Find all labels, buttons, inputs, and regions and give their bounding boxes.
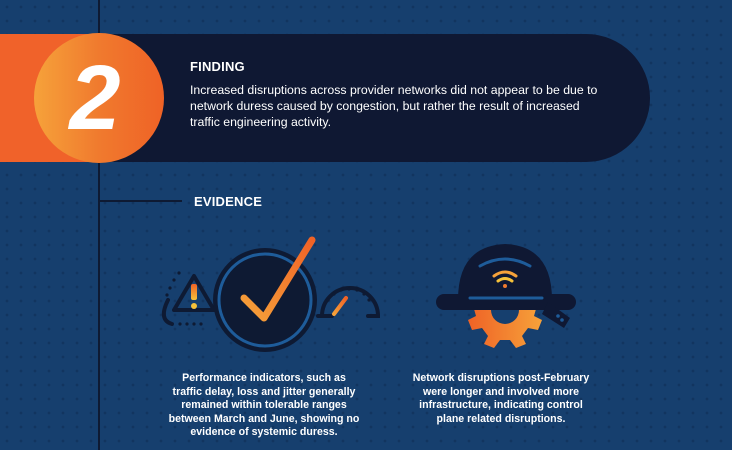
- speedometer-icon: [316, 286, 382, 318]
- warning-triangle-icon: [161, 271, 216, 326]
- hardhat-wifi-gear-icon: [430, 232, 580, 352]
- wifi-icon: [492, 270, 518, 288]
- check-circle-icon: [213, 236, 317, 352]
- evidence-caption-1: Performance indicators, such as traffic …: [168, 372, 360, 439]
- finding-number-badge: 2: [34, 33, 164, 163]
- evidence-connector-line: [100, 200, 182, 202]
- finding-number: 2: [69, 47, 121, 149]
- finding-text: Increased disruptions across provider ne…: [190, 83, 598, 129]
- evidence-caption-2: Network disruptions post-February were l…: [412, 372, 590, 425]
- vertical-divider: [98, 0, 100, 450]
- gauge-check-warning-icon: [150, 228, 382, 358]
- hard-hat-icon: [436, 244, 576, 328]
- evidence-title: EVIDENCE: [194, 194, 263, 209]
- finding-title: FINDING: [190, 59, 245, 74]
